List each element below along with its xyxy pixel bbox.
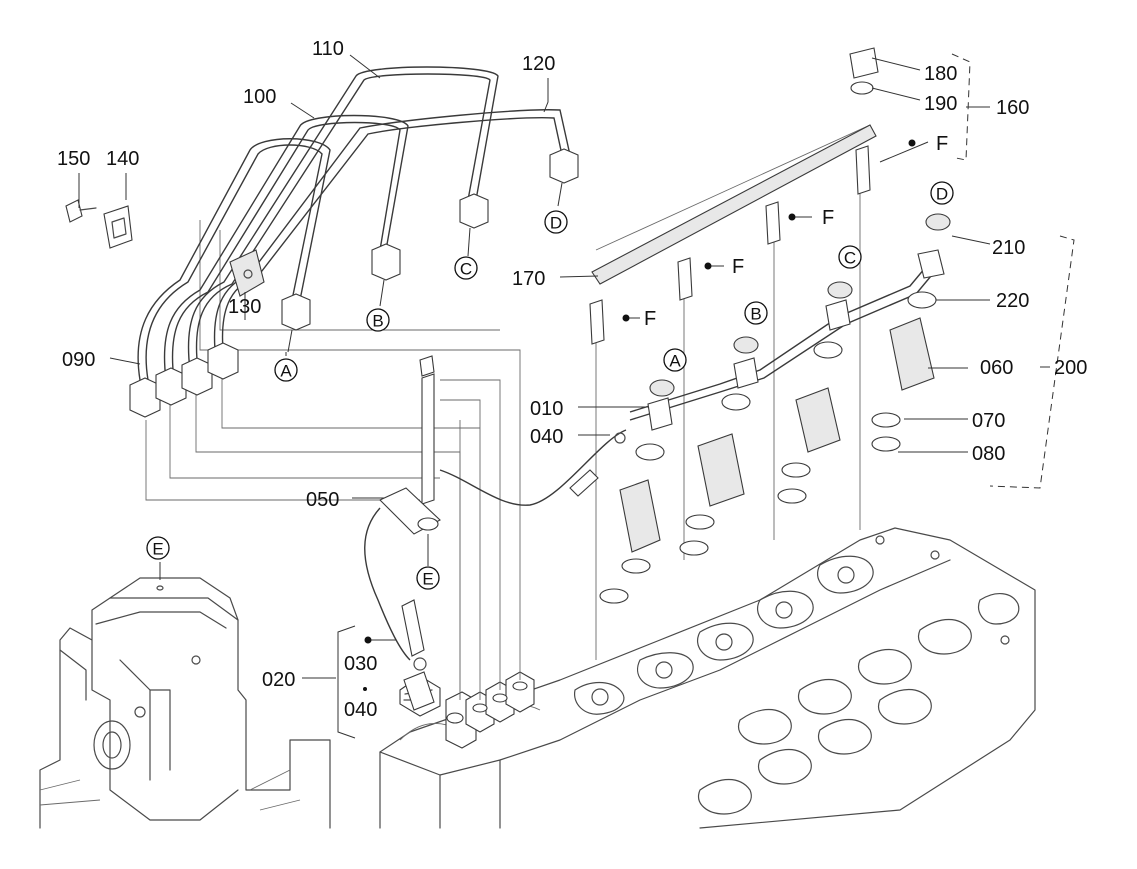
callout-070: 070: [972, 410, 1005, 432]
callout-200: 200: [1054, 357, 1087, 379]
ref-a-top-label: A: [280, 362, 292, 381]
callout-f-1: F: [644, 308, 656, 330]
ref-b-low-label: B: [750, 305, 761, 324]
callout-040-upper: 040: [530, 426, 563, 448]
callout-210: 210: [992, 237, 1025, 259]
pipe-clamp: [65, 199, 265, 297]
bleed-line: [364, 355, 441, 711]
callout-220: 220: [996, 290, 1029, 312]
callout-130: 130: [228, 296, 261, 318]
pipe-routing-lines: [145, 124, 871, 700]
callout-160: 160: [996, 97, 1029, 119]
ref-b-top: B: [366, 308, 390, 332]
ref-a-top: A: [274, 358, 298, 382]
callout-140: 140: [106, 148, 139, 170]
callout-040-lower: 040: [344, 699, 377, 721]
callout-030: 030: [344, 653, 377, 675]
callout-170: 170: [512, 268, 545, 290]
callout-f-3: F: [822, 207, 834, 229]
callout-180: 180: [924, 63, 957, 85]
callout-100: 100: [243, 86, 276, 108]
ref-d-low-label: D: [936, 185, 948, 204]
ref-e-top-label: E: [152, 540, 163, 559]
ref-d-top: D: [544, 210, 568, 234]
bullet-dots: [363, 139, 916, 691]
ref-e-low-label: E: [422, 570, 433, 589]
callout-f-2: F: [732, 256, 744, 278]
ref-c-top-label: C: [460, 260, 472, 279]
callout-010: 010: [530, 398, 563, 420]
ref-c-low-label: C: [844, 249, 856, 268]
callout-190: 190: [924, 93, 957, 115]
ref-d-top-label: D: [550, 214, 562, 233]
ref-b-top-label: B: [372, 312, 383, 331]
callout-150: 150: [57, 148, 90, 170]
ref-a-low-label: A: [669, 352, 681, 371]
ref-b-low: B: [744, 301, 768, 325]
cylinder-head: [379, 527, 1036, 829]
callout-050: 050: [306, 489, 339, 511]
ref-d-low: D: [930, 181, 954, 205]
glow-plugs: [589, 47, 879, 345]
engine-block: [39, 577, 331, 829]
leader-lines: [78, 54, 1050, 679]
callout-080: 080: [972, 443, 1005, 465]
callout-060: 060: [980, 357, 1013, 379]
leak-off-pipe: [439, 213, 951, 506]
ref-e-low: E: [416, 566, 440, 590]
callout-110: 110: [312, 38, 344, 60]
ref-c-top: C: [454, 256, 478, 280]
callout-f-4: F: [936, 133, 948, 155]
callout-090: 090: [62, 349, 95, 371]
injectors: [599, 291, 937, 604]
ref-c-low: C: [838, 245, 862, 269]
pipe-nuts: [129, 148, 579, 418]
injection-pipes: [137, 66, 571, 390]
callout-020: 020: [262, 669, 295, 691]
group-brackets: [337, 53, 1075, 739]
ref-a-low: A: [663, 348, 687, 372]
ref-e-top: E: [146, 536, 170, 560]
callout-120: 120: [522, 53, 555, 75]
